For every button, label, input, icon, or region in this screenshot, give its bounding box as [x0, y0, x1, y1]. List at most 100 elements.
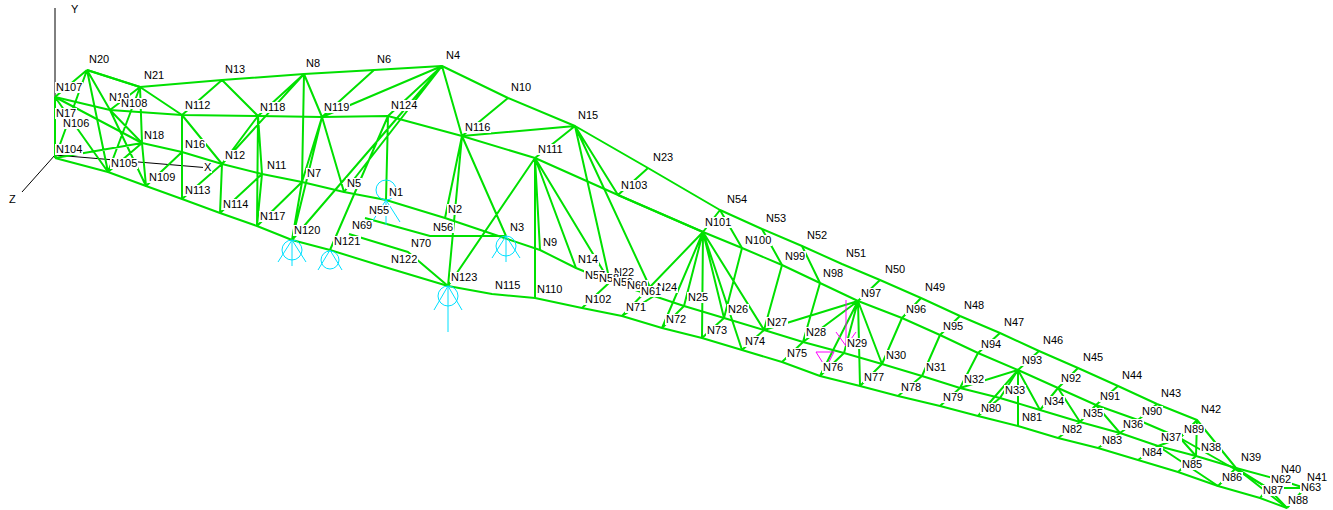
node-label: N104 — [55, 144, 83, 155]
node-label: N108 — [120, 98, 148, 109]
node-label: N115 — [494, 280, 521, 291]
node-label: N92 — [1060, 373, 1082, 384]
node-label: N88 — [1287, 495, 1309, 506]
node-label: N109 — [148, 172, 176, 183]
node-label: N52 — [806, 230, 828, 241]
node-label: N69 — [351, 220, 373, 231]
node-label: N39 — [1240, 452, 1262, 463]
node-label: N73 — [706, 325, 728, 336]
node-label: N74 — [744, 336, 766, 347]
node-label: N20 — [88, 54, 110, 65]
node-label: N42 — [1200, 404, 1222, 415]
node-label: N55 — [368, 205, 390, 216]
node-label: N10 — [510, 82, 532, 93]
node-label: N98 — [822, 268, 844, 279]
node-label: N62 — [1270, 474, 1292, 485]
node-label: N75 — [786, 348, 808, 359]
node-label: N23 — [652, 152, 674, 163]
node-label: N9 — [542, 237, 558, 248]
node-label: N30 — [885, 350, 907, 361]
node-label: N112 — [184, 100, 211, 111]
node-label: N111 — [537, 144, 564, 155]
node-label: N35 — [1082, 408, 1104, 419]
node-label: N78 — [900, 382, 922, 393]
axis-label: Y — [70, 4, 79, 15]
node-label: N85 — [1181, 459, 1203, 470]
node-label: N14 — [577, 254, 599, 265]
node-label: N123 — [450, 272, 478, 283]
node-label: N117 — [259, 211, 286, 222]
node-label: N83 — [1101, 435, 1123, 446]
node-label: N44 — [1121, 370, 1143, 381]
node-label: N77 — [863, 372, 885, 383]
node-label: N102 — [584, 294, 612, 305]
node-label: N79 — [942, 392, 964, 403]
node-label: N81 — [1021, 412, 1043, 423]
node-label: N87 — [1262, 485, 1284, 496]
axis-label: X — [203, 162, 212, 173]
node-label: N15 — [577, 110, 599, 121]
node-label: N4 — [445, 50, 461, 61]
node-label: N36 — [1122, 419, 1144, 430]
node-label: N29 — [846, 338, 868, 349]
node-label: N27 — [766, 317, 788, 328]
node-label: N53 — [765, 213, 787, 224]
node-label: N45 — [1082, 352, 1104, 363]
node-label: N5 — [346, 178, 362, 189]
node-label: N96 — [905, 304, 927, 315]
node-label: N12 — [224, 150, 246, 161]
node-label: N37 — [1160, 432, 1182, 443]
node-label: N93 — [1021, 355, 1043, 366]
node-label: N89 — [1183, 424, 1205, 435]
node-label: N56 — [432, 222, 454, 233]
node-label: N72 — [665, 314, 687, 325]
node-label: N49 — [924, 282, 946, 293]
node-label: N51 — [845, 248, 867, 259]
node-label: N106 — [62, 118, 90, 129]
node-label: N26 — [727, 304, 749, 315]
node-label: N71 — [625, 302, 647, 313]
node-label: N120 — [293, 225, 321, 236]
node-label: N94 — [980, 339, 1002, 350]
node-label: N50 — [884, 264, 906, 275]
node-label: N13 — [224, 64, 246, 75]
node-label: N113 — [184, 185, 211, 196]
node-label: N25 — [687, 292, 709, 303]
node-label: N21 — [143, 70, 165, 81]
node-label: N121 — [333, 236, 361, 247]
node-label: N33 — [1004, 385, 1026, 396]
node-label: N16 — [184, 139, 206, 150]
node-label: N119 — [323, 102, 350, 113]
node-label: N7 — [306, 168, 322, 179]
node-label: N63 — [1300, 482, 1322, 493]
node-label: N31 — [925, 362, 947, 373]
node-label: N99 — [784, 251, 806, 262]
node-label: N48 — [963, 300, 985, 311]
node-label: N101 — [704, 217, 732, 228]
node-label: N84 — [1141, 447, 1163, 458]
node-label: N46 — [1042, 335, 1064, 346]
node-label: N116 — [464, 122, 491, 133]
node-label: N32 — [963, 374, 985, 385]
node-label: N2 — [447, 204, 463, 215]
node-label: N54 — [726, 194, 748, 205]
node-label: N47 — [1003, 317, 1025, 328]
node-label: N61 — [640, 286, 662, 297]
node-label: N90 — [1141, 406, 1163, 417]
node-label: N124 — [390, 100, 418, 111]
node-label: N122 — [390, 254, 418, 265]
node-label: N97 — [860, 288, 882, 299]
node-label: N82 — [1061, 424, 1083, 435]
node-label: N43 — [1160, 388, 1182, 399]
node-label: N38 — [1200, 442, 1222, 453]
node-label: N70 — [410, 238, 432, 249]
node-label: N105 — [110, 158, 138, 169]
node-label: N11 — [266, 160, 287, 171]
node-label: N114 — [222, 199, 249, 210]
node-label: N28 — [805, 327, 827, 338]
node-label: N91 — [1099, 391, 1121, 402]
node-label: N34 — [1043, 396, 1065, 407]
node-label: N86 — [1221, 472, 1243, 483]
